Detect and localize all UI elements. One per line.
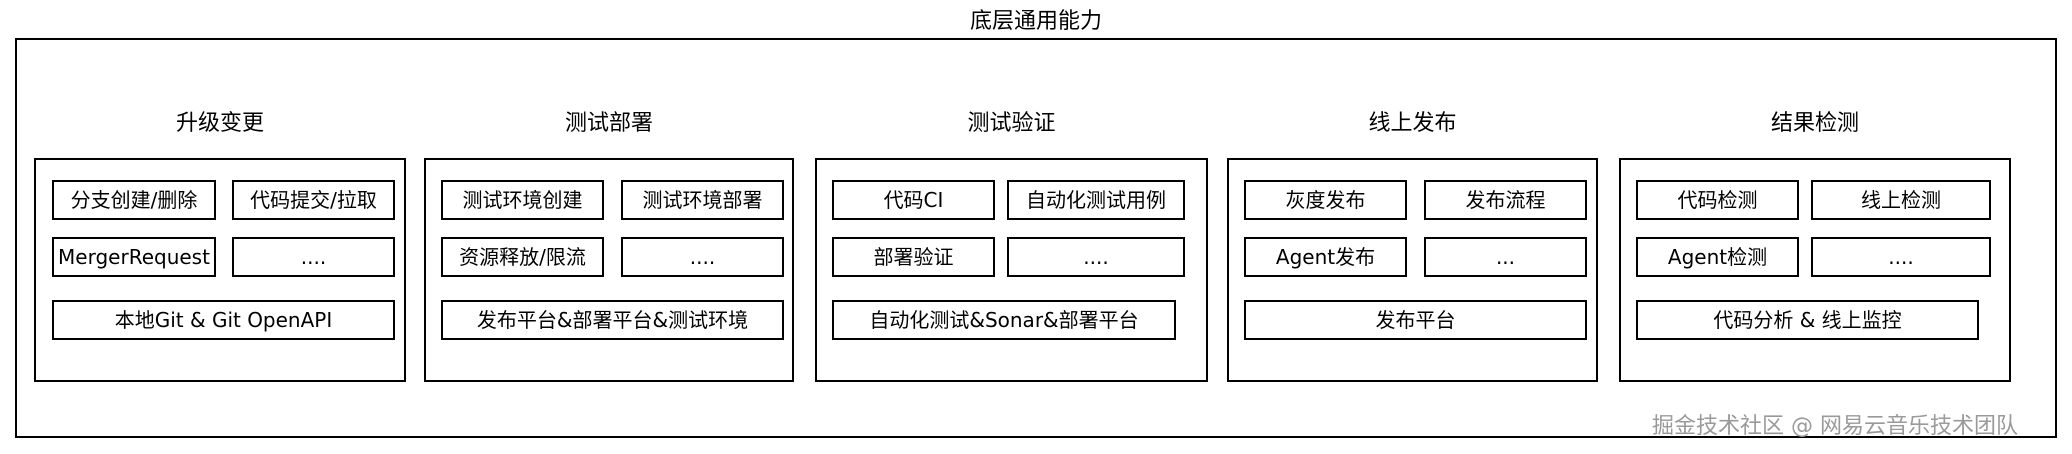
diagram-title: 底层通用能力 (969, 9, 1102, 34)
cell-wide-release-platform: 发布平台 (1244, 300, 1587, 340)
cell-deploy-verify: 部署验证 (832, 237, 995, 277)
column-title-upgrade: 升级变更 (175, 111, 264, 136)
cell-branch-create-delete: 分支创建/删除 (52, 180, 216, 220)
cell-merge-request: MergerRequest (52, 237, 216, 277)
panel-test-deploy (424, 158, 794, 382)
outer-frame (15, 38, 2057, 438)
cell-ellipsis: .... (621, 237, 784, 277)
column-title-test-verify: 测试验证 (967, 111, 1056, 136)
cell-agent-check: Agent检测 (1636, 237, 1799, 277)
cell-test-env-create: 测试环境创建 (441, 180, 604, 220)
cell-wide-release-deploy-test-env: 发布平台&部署平台&测试环境 (441, 300, 784, 340)
cell-ellipsis: .... (1811, 237, 1991, 277)
panel-online-release (1227, 158, 1598, 382)
cell-resource-release-limit: 资源释放/限流 (441, 237, 604, 277)
cell-online-check: 线上检测 (1811, 180, 1991, 220)
cell-agent-release: Agent发布 (1244, 237, 1407, 277)
cell-code-check: 代码检测 (1636, 180, 1799, 220)
cell-ellipsis: .... (232, 237, 395, 277)
column-title-online-release: 线上发布 (1368, 111, 1457, 136)
cell-gray-release: 灰度发布 (1244, 180, 1407, 220)
cell-wide-code-analysis-monitor: 代码分析 & 线上监控 (1636, 300, 1979, 340)
cell-ellipsis: .... (1007, 237, 1185, 277)
cell-wide-auto-test-sonar: 自动化测试&Sonar&部署平台 (832, 300, 1176, 340)
watermark: 掘金技术社区 @ 网易云音乐技术团队 (1652, 414, 2018, 439)
cell-ellipsis: ... (1424, 237, 1587, 277)
cell-test-env-deploy: 测试环境部署 (621, 180, 784, 220)
panel-upgrade (34, 158, 406, 382)
column-title-test-deploy: 测试部署 (564, 111, 653, 136)
cell-code-ci: 代码CI (832, 180, 995, 220)
cell-auto-test-cases: 自动化测试用例 (1007, 180, 1185, 220)
cell-code-commit-pull: 代码提交/拉取 (232, 180, 395, 220)
cell-release-process: 发布流程 (1424, 180, 1587, 220)
panel-result-check (1619, 158, 2011, 382)
cell-wide-local-git: 本地Git & Git OpenAPI (52, 300, 395, 340)
panel-test-verify (815, 158, 1208, 382)
column-title-result-check: 结果检测 (1770, 111, 1859, 136)
